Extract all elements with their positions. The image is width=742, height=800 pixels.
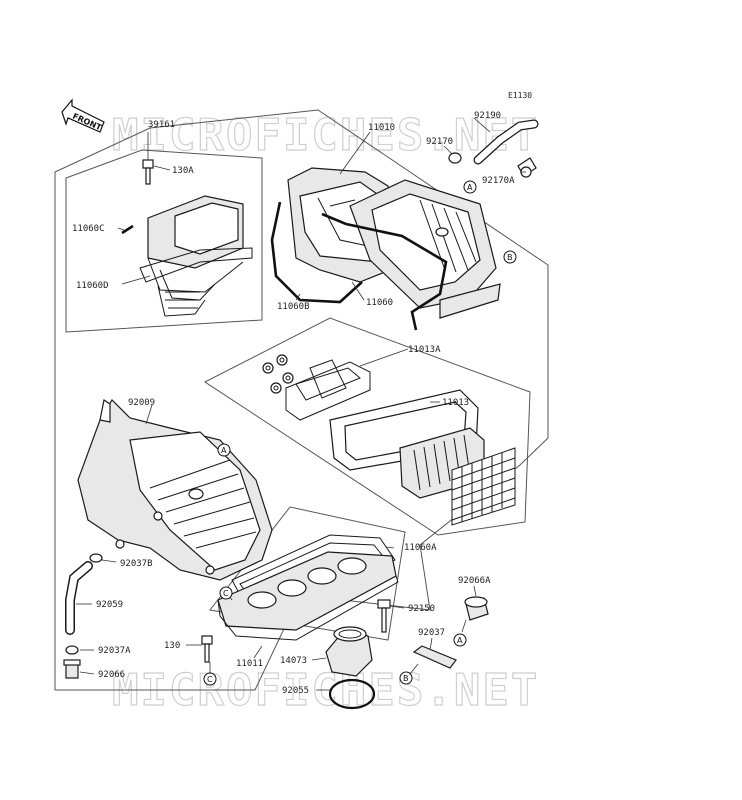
strip-92037-icon bbox=[412, 645, 457, 669]
label-11060b: 11060B bbox=[277, 302, 310, 312]
ref-circle-c-plate: C bbox=[219, 586, 233, 600]
clamp-92170-icon bbox=[448, 152, 462, 164]
gasket-11060d-icon bbox=[139, 247, 253, 283]
svg-text:A: A bbox=[221, 446, 227, 455]
label-92055: 92055 bbox=[282, 686, 309, 696]
plug-92066-icon bbox=[63, 659, 81, 679]
label-11060c: 11060C bbox=[72, 224, 105, 234]
bolt-92150-icon bbox=[377, 599, 391, 633]
clamp-92037a-icon bbox=[65, 645, 79, 655]
label-11013: 11013 bbox=[442, 398, 469, 408]
svg-text:A: A bbox=[467, 183, 473, 192]
ref-circle-a-upper: A bbox=[463, 180, 477, 194]
base-plate-icon bbox=[217, 551, 399, 641]
label-11060d: 11060D bbox=[76, 281, 109, 291]
filter-frame-icon bbox=[285, 359, 371, 421]
seal-11060c-icon bbox=[121, 224, 134, 235]
ref-circle-c-bolt: C bbox=[203, 672, 217, 686]
label-11060: 11060 bbox=[366, 298, 393, 308]
label-92150: 92150 bbox=[408, 604, 435, 614]
svg-text:B: B bbox=[507, 253, 513, 262]
ref-circle-a-cap: A bbox=[453, 633, 467, 647]
label-11060a: 11060A bbox=[404, 543, 437, 553]
upper-air-case-icon bbox=[287, 167, 501, 319]
label-92170a: 92170A bbox=[482, 176, 515, 186]
label-92059: 92059 bbox=[96, 600, 123, 610]
cover-group-frame bbox=[65, 149, 263, 333]
label-92009: 92009 bbox=[128, 398, 155, 408]
label-92066: 92066 bbox=[98, 670, 125, 680]
label-92037: 92037 bbox=[418, 628, 445, 638]
label-11011: 11011 bbox=[236, 659, 263, 669]
label-92066a: 92066A bbox=[458, 576, 491, 586]
front-arrow-icon: FRONT bbox=[61, 98, 105, 133]
label-14073: 14073 bbox=[280, 656, 307, 666]
bolt-130a-icon bbox=[142, 159, 154, 185]
svg-text:A: A bbox=[457, 636, 463, 645]
svg-text:B: B bbox=[403, 674, 409, 683]
label-11013a: 11013A bbox=[408, 345, 441, 355]
bolt-130-icon bbox=[201, 635, 213, 663]
ref-circle-b-upper: B bbox=[503, 250, 517, 264]
label-92170: 92170 bbox=[426, 137, 453, 147]
label-11010: 11010 bbox=[368, 123, 395, 133]
seal-11060b-icon bbox=[270, 201, 363, 304]
label-130: 130 bbox=[164, 641, 180, 651]
ref-circle-a-lower-case: A bbox=[217, 443, 231, 457]
ref-circle-b-strip: B bbox=[399, 671, 413, 685]
filter-group-frame bbox=[204, 317, 531, 536]
lower-air-case-icon bbox=[77, 399, 273, 581]
o-ring-92055-icon bbox=[328, 678, 376, 710]
svg-text:C: C bbox=[223, 589, 229, 598]
clamp-92037b-icon bbox=[89, 553, 103, 563]
cap-92066a-icon bbox=[464, 596, 489, 621]
nuts-icon bbox=[262, 354, 294, 394]
svg-text:C: C bbox=[207, 675, 213, 684]
intake-cover-icon bbox=[147, 195, 244, 317]
seal-11060-icon bbox=[321, 212, 448, 331]
label-130a: 130A bbox=[172, 166, 194, 176]
label-92037a: 92037A bbox=[98, 646, 131, 656]
funnel-14073-icon bbox=[325, 626, 373, 677]
label-92037b: 92037B bbox=[120, 559, 153, 569]
diagram-code: E1130 bbox=[508, 91, 532, 100]
label-92190: 92190 bbox=[474, 111, 501, 121]
label-39161: 39161 bbox=[148, 120, 175, 130]
leader-lines bbox=[76, 117, 526, 691]
filter-mesh-icon bbox=[451, 447, 516, 526]
